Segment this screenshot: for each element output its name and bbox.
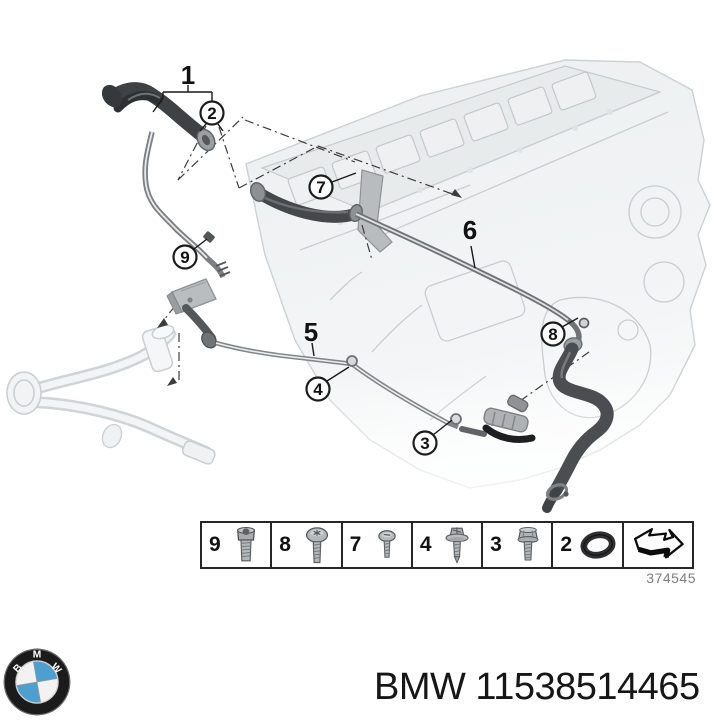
legend-cell-arrow — [624, 523, 692, 567]
legend-cell-4: 4 — [413, 523, 484, 567]
svg-text:9: 9 — [180, 248, 189, 267]
svg-text:7: 7 — [316, 178, 325, 197]
mounting-bracket — [166, 278, 217, 315]
svg-text:6: 6 — [463, 215, 477, 245]
legend-number: 2 — [560, 532, 573, 556]
callout-8: 8 — [540, 321, 566, 347]
legend-number: 7 — [349, 532, 362, 556]
legend-number: 8 — [279, 532, 291, 556]
legend-cell-8: 8 — [272, 523, 343, 567]
pipe-bracket — [357, 169, 393, 253]
socket-head-screw-icon — [223, 525, 271, 565]
fastener-legend: 9 8 — [200, 521, 694, 569]
legend-number: 3 — [490, 532, 502, 556]
legend-cell-9: 9 — [202, 523, 273, 567]
legend-number: 9 — [209, 532, 221, 556]
svg-text:5: 5 — [304, 317, 318, 347]
quick-connector — [482, 394, 536, 444]
legend-number: 4 — [419, 532, 432, 556]
callout-3: 3 — [412, 430, 438, 456]
coolant-pipe-6 — [354, 211, 590, 343]
pan-head-screw-icon — [363, 527, 411, 563]
o-ring-icon — [574, 528, 622, 562]
ghost-hose-assembly — [6, 324, 216, 465]
sems-screw-icon — [434, 524, 482, 566]
callout-4: 4 — [305, 376, 331, 402]
bmw-logo: B M W — [3, 648, 71, 716]
torx-screw-icon — [293, 525, 341, 565]
assembly-guide-arrowheads — [157, 189, 462, 386]
eyelet-3 — [450, 413, 462, 425]
svg-text:M: M — [33, 650, 42, 661]
logo-quadrant-blue — [16, 682, 41, 704]
svg-text:1: 1 — [181, 60, 195, 90]
callout-leaders — [152, 85, 579, 436]
coolant-line-5 — [182, 304, 487, 437]
callout-7: 7 — [308, 174, 334, 200]
callout-1: 1 — [181, 60, 195, 90]
connector-lever — [482, 424, 536, 444]
callout-5: 5 — [304, 317, 318, 347]
page-arrow-icon — [624, 524, 692, 566]
coolant-hose-1 — [101, 82, 216, 152]
legend-cell-2: 2 — [553, 523, 624, 567]
part-number-label: BMW 11538514465 — [374, 666, 700, 708]
hose-clamp — [545, 483, 569, 501]
engine-ghost — [240, 59, 720, 525]
svg-text:2: 2 — [207, 104, 216, 123]
svg-text:3: 3 — [420, 434, 429, 453]
return-hose — [542, 337, 614, 513]
svg-text:4: 4 — [313, 380, 323, 399]
hose-7 — [249, 182, 363, 223]
legend-cell-3: 3 — [483, 523, 554, 567]
callout-2: 2 — [199, 100, 225, 126]
vent-pipe — [142, 131, 231, 279]
callout-6: 6 — [463, 215, 477, 245]
hex-flange-bolt-icon — [504, 525, 552, 565]
eyelet-4 — [346, 355, 358, 367]
svg-text:8: 8 — [548, 325, 557, 344]
callout-9: 9 — [172, 244, 198, 270]
legend-cell-7: 7 — [343, 523, 413, 567]
logo-quadrant-blue — [33, 660, 58, 682]
eyelet-8 — [578, 317, 590, 329]
diagram-sheet-number: 374545 — [646, 570, 696, 586]
pipe-clip-9 — [203, 231, 215, 243]
